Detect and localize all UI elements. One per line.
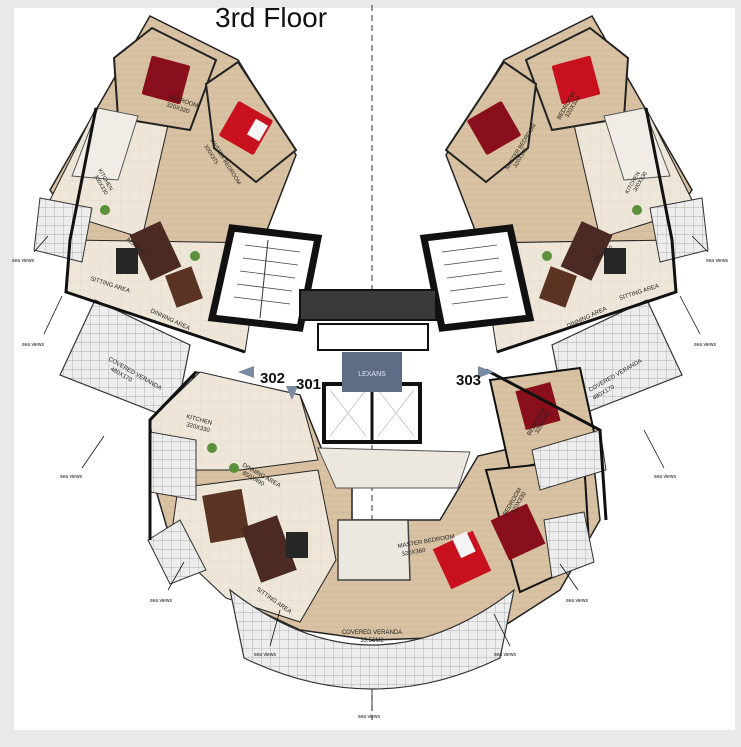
sea-views-label: sea views [494, 652, 516, 658]
logo-mark: LEXANS [358, 371, 386, 378]
sea-views-label: sea views [254, 652, 276, 658]
sea-views-label: sea views [694, 342, 716, 348]
unit-302-label: 302 [260, 370, 285, 387]
sea-views-label: sea views [706, 258, 728, 264]
unit-301-label: 301 [296, 376, 321, 393]
central-core: LEXANS [299, 289, 437, 444]
label-veranda: COVERED VERANDA [342, 630, 402, 636]
unit-303-label: 303 [456, 372, 481, 389]
wing-301 [147, 366, 608, 690]
view-arrows [33, 235, 709, 710]
wing-303 [444, 15, 709, 421]
sea-views-label: sea views [566, 598, 588, 604]
sea-views-label: sea views [150, 598, 172, 604]
floor-title: 3rd Floor [215, 2, 328, 33]
stair-core-left [207, 224, 323, 332]
stair-core-right [419, 224, 535, 332]
sea-views-label: sea views [654, 474, 676, 480]
wing-302 [33, 15, 298, 421]
sea-views-labels: sea views sea views sea views sea views … [12, 258, 728, 720]
sea-views-label: sea views [60, 474, 82, 480]
label-veranda-size: 33.56M2 [360, 638, 384, 644]
sea-views-label: sea views [22, 342, 44, 348]
sea-views-label: sea views [358, 714, 380, 720]
sea-views-label: sea views [12, 258, 34, 264]
label-master-size: 320X360 [401, 548, 426, 558]
